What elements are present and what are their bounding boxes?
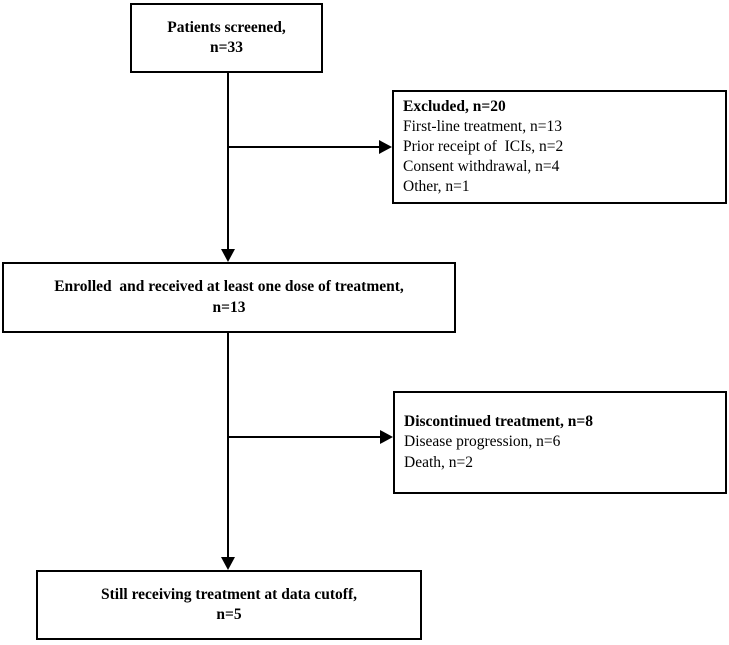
node-patients-screened: Patients screened, n=33 [130, 3, 323, 73]
connector-enrolled-to-still-receiving-line [227, 333, 229, 557]
connector-discontinued-arrowhead [380, 430, 393, 444]
node-excluded-item-1: First-line treatment, n=13 [403, 117, 562, 135]
connector-excluded-line [227, 146, 380, 148]
node-enrolled-line-2: n=13 [212, 298, 246, 316]
connector-excluded-arrowhead [379, 140, 392, 154]
node-excluded-item-4: Other, n=1 [403, 178, 470, 196]
node-discontinued-item-1: Disease progression, n=6 [404, 433, 561, 451]
node-excluded-item-3: Consent withdrawal, n=4 [403, 158, 560, 176]
connector-screened-to-enrolled-arrowhead [221, 249, 235, 262]
connector-enrolled-to-still-receiving-arrowhead [221, 557, 235, 570]
node-discontinued-treatment: Discontinued treatment, n=8 Disease prog… [393, 391, 727, 494]
node-still-receiving-line-1: Still receiving treatment at data cutoff… [101, 585, 357, 603]
connector-discontinued-line [227, 436, 381, 438]
node-still-receiving-treatment: Still receiving treatment at data cutoff… [36, 570, 422, 640]
node-discontinued-heading: Discontinued treatment, n=8 [404, 413, 593, 431]
node-patients-screened-line-1: Patients screened, [167, 18, 286, 36]
node-excluded-heading: Excluded, n=20 [403, 97, 506, 115]
connector-screened-to-enrolled-line [227, 73, 229, 249]
node-still-receiving-line-2: n=5 [216, 606, 242, 623]
node-patients-screened-line-2: n=33 [210, 39, 243, 56]
node-enrolled: Enrolled and received at least one dose … [2, 262, 456, 333]
node-excluded: Excluded, n=20 First-line treatment, n=1… [392, 90, 727, 204]
node-excluded-item-2: Prior receipt of ICIs, n=2 [403, 137, 564, 155]
node-enrolled-line-1: Enrolled and received at least one dose … [54, 278, 404, 296]
node-discontinued-item-2: Death, n=2 [404, 453, 474, 471]
